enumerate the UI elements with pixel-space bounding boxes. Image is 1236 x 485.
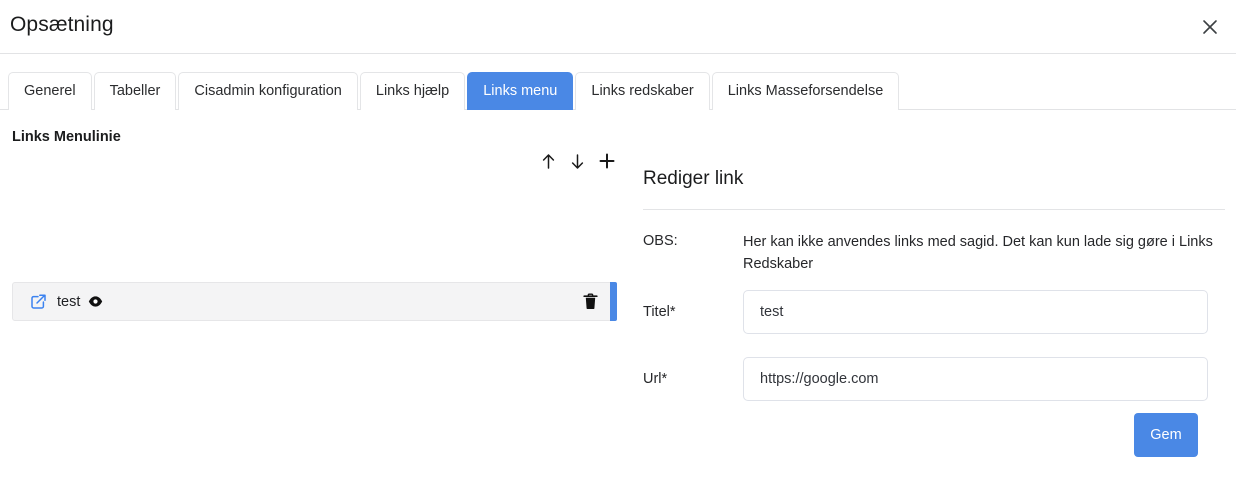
move-down-button[interactable]: [569, 150, 586, 172]
external-link-icon: [30, 293, 47, 310]
tab-links-hjaelp[interactable]: Links hjælp: [359, 72, 466, 110]
plus-icon: [599, 153, 615, 169]
trash-icon[interactable]: [583, 293, 598, 310]
add-button[interactable]: [598, 150, 615, 172]
move-up-button[interactable]: [540, 150, 557, 172]
arrow-up-icon: [541, 153, 556, 170]
save-button[interactable]: Gem: [1134, 413, 1198, 457]
title-field-label: Titel*: [643, 304, 676, 320]
tab-tabeller[interactable]: Tabeller: [93, 72, 177, 110]
url-input[interactable]: [743, 357, 1208, 401]
links-menu-pane: Links Menulinie: [0, 110, 622, 485]
eye-icon[interactable]: [88, 295, 103, 308]
close-button[interactable]: [1192, 9, 1228, 45]
list-toolbar: [540, 150, 615, 172]
title-input[interactable]: [743, 290, 1208, 334]
tab-cisadmin-konfiguration[interactable]: Cisadmin konfiguration: [178, 72, 358, 110]
note-row: OBS: Her kan ikke anvendes links med sag…: [643, 231, 1228, 275]
panel-divider: [643, 209, 1225, 210]
page-title: Opsætning: [10, 13, 114, 36]
arrow-down-icon: [570, 153, 585, 170]
tab-links-redskaber[interactable]: Links redskaber: [575, 72, 710, 110]
list-item-selected-accent: [610, 282, 617, 321]
panel-title: Rediger link: [643, 168, 744, 189]
tab-links-masseforsendelse[interactable]: Links Masseforsendelse: [711, 72, 900, 110]
url-field-row: Url*: [643, 357, 1208, 401]
title-field-row: Titel*: [643, 290, 1208, 334]
list-item[interactable]: test: [12, 282, 617, 321]
close-icon: [1200, 17, 1220, 37]
note-text: Her kan ikke anvendes links med sagid. D…: [743, 234, 1213, 272]
tab-generel[interactable]: Generel: [8, 72, 92, 110]
dialog-header: Opsætning: [0, 0, 1236, 54]
tab-links-menu[interactable]: Links menu: [467, 72, 574, 110]
edit-link-panel: Rediger link OBS: Her kan ikke anvendes …: [622, 110, 1236, 485]
url-field-label: Url*: [643, 371, 668, 387]
section-title: Links Menulinie: [12, 129, 121, 145]
note-label: OBS:: [643, 233, 678, 249]
list-item-label: test: [57, 293, 81, 310]
tab-bar: Generel Tabeller Cisadmin konfiguration …: [0, 54, 1236, 110]
